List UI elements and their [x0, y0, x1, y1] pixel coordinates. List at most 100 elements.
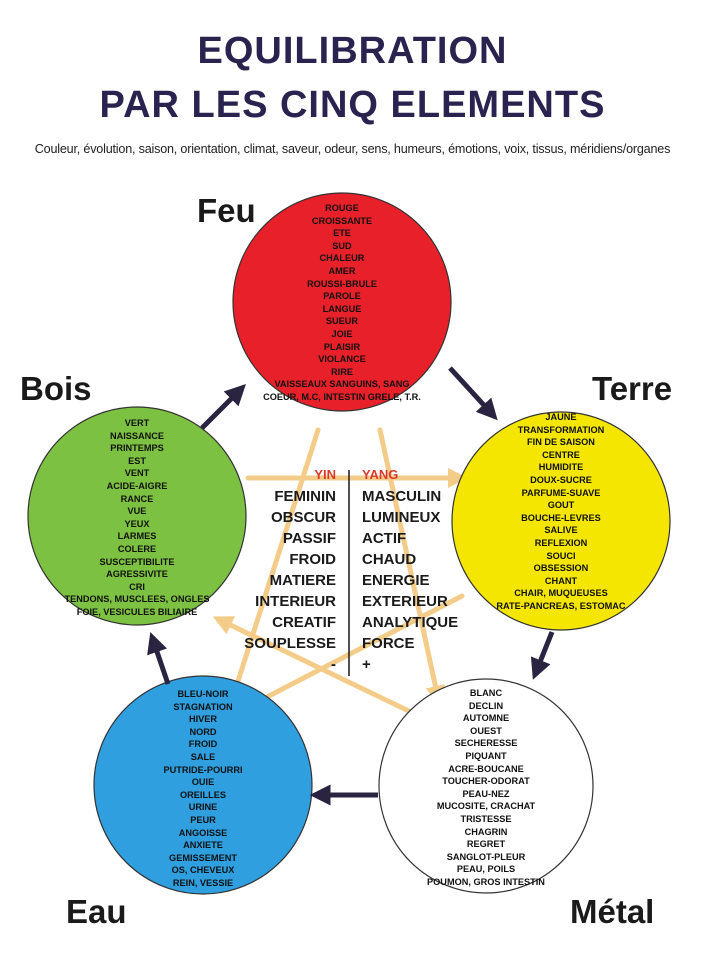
list-item: RATE-PANCREAS, ESTOMAC — [496, 600, 626, 611]
list-item: ENERGIE — [362, 572, 430, 589]
subtitle: Couleur, évolution, saison, orientation,… — [34, 142, 671, 156]
label-metal: Métal — [570, 893, 655, 930]
list-item: FEMININ — [274, 488, 336, 505]
list-item: SOUCI — [546, 550, 576, 561]
list-item: ROUGE — [325, 203, 359, 213]
list-item: JAUNE — [545, 412, 577, 422]
list-item: SALIVE — [544, 525, 578, 536]
list-item: PEUR — [190, 814, 216, 825]
label-feu: Feu — [197, 192, 256, 229]
star-line-feu-eau — [229, 427, 321, 703]
list-item: OUEST — [470, 725, 502, 736]
list-item: AMER — [328, 265, 356, 276]
list-item: DOUX-SUCRE — [530, 474, 592, 485]
list-item: OBSCUR — [270, 509, 336, 526]
list-item: CHAIR, MUQUEUSES — [514, 588, 608, 599]
list-item: TOUCHER-ODORAT — [442, 776, 530, 787]
list-item: REGRET — [466, 839, 506, 850]
yang-heading: YANG — [362, 467, 399, 482]
list-item: OREILLES — [180, 789, 226, 800]
list-item: ACTIF — [362, 530, 407, 547]
list-item: JOIE — [331, 328, 353, 339]
label-bois: Bois — [20, 370, 92, 407]
terre-circle — [451, 411, 671, 631]
list-item: ACRE-BOUCANE — [448, 763, 524, 774]
list-item: ACIDE-AIGRE — [106, 480, 168, 491]
list-item: CHAGRIN — [464, 826, 508, 837]
list-item: YEUX — [124, 518, 150, 529]
list-item: RIRE — [331, 366, 353, 377]
list-item: ETE — [333, 228, 351, 239]
list-item: NORD — [189, 726, 217, 737]
list-item: PEAU, POILS — [456, 864, 516, 875]
list-item: PIQUANT — [465, 750, 507, 761]
list-item: NAISSANCE — [109, 430, 165, 441]
list-item: OBSESSION — [533, 563, 589, 574]
star-line-eau-terre — [235, 593, 465, 715]
list-item: PRINTEMPS — [110, 443, 164, 454]
star-line-feu-metal — [377, 427, 446, 706]
list-item: HUMIDITE — [538, 462, 584, 473]
list-item: RANCE — [120, 493, 154, 504]
list-item: FROID — [289, 551, 336, 568]
arrow-bois-feu — [200, 384, 246, 430]
title-line-2: PAR LES CINQ ELEMENTS — [99, 84, 606, 126]
list-item: TENDONS, MUSCLEES, ONGLES — [64, 594, 210, 605]
list-item: BOUCHE-LEVRES — [521, 512, 601, 523]
list-item: VENT — [124, 468, 150, 479]
list-item: GOUT — [547, 500, 575, 511]
list-item: LARMES — [117, 531, 157, 542]
arrow-terre-metal — [530, 631, 555, 680]
list-item: SUEUR — [325, 316, 359, 327]
list-item: PLAISIR — [323, 341, 361, 352]
list-item: EXTERIEUR — [362, 593, 448, 610]
list-item: VAISSEAUX SANGUINS, SANG — [274, 379, 410, 390]
list-item: COEUR, M.C, INTESTIN GRELE, T.R. — [263, 391, 421, 402]
label-eau: Eau — [66, 893, 127, 930]
yin-heading: YIN — [314, 467, 336, 482]
list-item: EST — [128, 455, 146, 466]
list-item: AUTOMNE — [462, 713, 510, 724]
list-item: - — [331, 656, 336, 673]
list-item: PARFUME-SUAVE — [521, 487, 601, 498]
list-item: FOIE, VESICULES BILIAIRE — [76, 606, 198, 617]
list-item: VIOLANCE — [318, 354, 366, 365]
list-item: VUE — [127, 506, 147, 517]
list-item: ANXIETE — [183, 840, 223, 851]
list-item: LANGUE — [322, 303, 362, 314]
list-item: + — [362, 656, 371, 673]
label-terre: Terre — [592, 370, 673, 407]
list-item: OUIE — [191, 777, 215, 788]
title-line-1: EQUILIBRATION — [197, 30, 508, 72]
list-item: STAGNATION — [173, 701, 233, 712]
list-item: SALE — [190, 751, 216, 762]
list-item: REFLEXION — [534, 537, 588, 548]
list-item: VERT — [124, 418, 150, 428]
list-item: PAROLE — [323, 291, 361, 302]
list-item: SANGLOT-PLEUR — [446, 851, 526, 862]
list-item: BLANC — [469, 688, 503, 698]
list-item: CROISSANTE — [311, 215, 373, 226]
list-item: CHALEUR — [319, 253, 365, 264]
list-item: MATIERE — [269, 572, 336, 589]
list-item: PEAU-NEZ — [462, 788, 510, 799]
list-item: REIN, VESSIE — [172, 877, 234, 888]
list-item: TRANSFORMATION — [517, 424, 605, 435]
list-item: FROID — [188, 739, 218, 750]
list-item: PASSIF — [282, 530, 336, 547]
list-item: PUTRIDE-POURRI — [163, 764, 243, 775]
list-item: SUD — [332, 240, 352, 251]
metal-circle — [378, 678, 594, 894]
list-item: CREATIF — [272, 614, 336, 631]
list-item: CHAUD — [362, 551, 417, 568]
list-item: SECHERESSE — [454, 738, 518, 749]
arrow-eau-bois — [147, 632, 171, 685]
